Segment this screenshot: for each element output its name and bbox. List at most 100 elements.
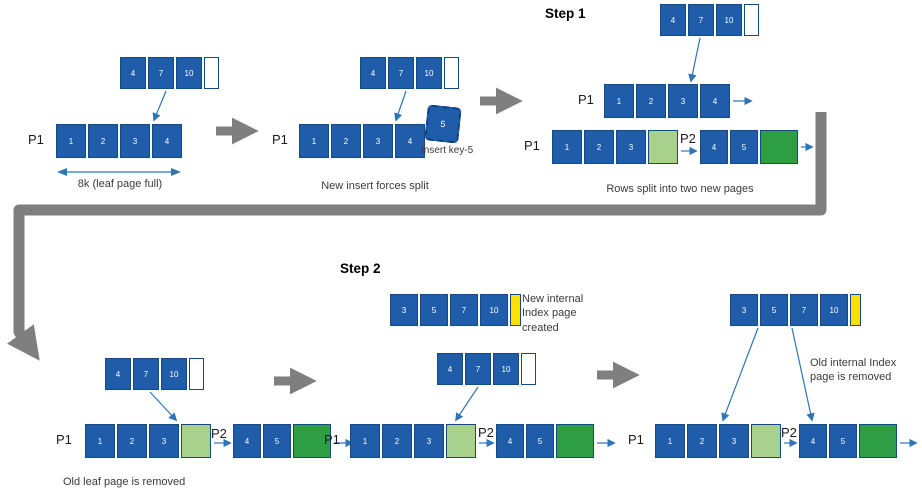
- key-cell: 3: [616, 130, 646, 164]
- key-cell: 7: [148, 57, 174, 89]
- key-cell: 5: [420, 294, 448, 326]
- page-label-p1: P1: [324, 432, 340, 447]
- split-page-p1: 1 2 3: [552, 130, 678, 164]
- caption-leaf-full: 8k (leaf page full): [77, 178, 163, 190]
- key-cell: 2: [636, 84, 666, 118]
- index-page: 4 7 10: [360, 57, 459, 89]
- split-page-p2: 4 5: [799, 424, 897, 458]
- page-label-p2: P2: [211, 426, 227, 441]
- measure-arrowhead-left: [57, 168, 67, 176]
- free-space-cell: [744, 4, 759, 36]
- key-cell: 7: [688, 4, 714, 36]
- key-cell: 4: [700, 84, 730, 118]
- key-cell: 5: [829, 424, 857, 458]
- caption-insert-forces-split: New insert forces split: [321, 180, 429, 192]
- free-space-cell: [189, 358, 204, 390]
- key-cell: 4: [496, 424, 524, 458]
- measure-arrowhead-right: [171, 168, 181, 176]
- free-space-cell: [204, 57, 219, 89]
- key-cell: 7: [388, 57, 414, 89]
- split-page-p1: 1 2 3: [350, 424, 476, 458]
- split-page-p1: 1 2 3: [655, 424, 781, 458]
- key-cell: 4: [700, 130, 728, 164]
- index-page: 4 7 10: [105, 358, 204, 390]
- key-cell: 3: [120, 124, 150, 158]
- key-cell: 3: [149, 424, 179, 458]
- internal-index-page: 3 5 7 10: [730, 294, 861, 326]
- key-cell: 10: [416, 57, 442, 89]
- page-label-p2: P2: [680, 131, 696, 146]
- page-label-p1: P1: [524, 138, 540, 153]
- key-cell: 3: [390, 294, 418, 326]
- key-cell: 4: [799, 424, 827, 458]
- index-to-leaf-arrow: [455, 386, 479, 422]
- index-to-leaf-arrow: [152, 90, 167, 122]
- key-cell: 5: [526, 424, 554, 458]
- key-cell: 10: [716, 4, 742, 36]
- page-label-p1: P1: [56, 432, 72, 447]
- free-space-cell-dark-green: [760, 130, 798, 164]
- index-to-p1-arrow: [721, 327, 759, 422]
- key-cell: 2: [584, 130, 614, 164]
- free-space-cell-green: [751, 424, 781, 458]
- note-old-internal-removed: Old internal Index page is removed: [810, 357, 897, 384]
- key-cell: 7: [790, 294, 818, 326]
- index-to-p2-arrow: [791, 327, 815, 422]
- step1-title: Step 1: [545, 6, 586, 21]
- free-space-cell-green: [648, 130, 678, 164]
- page-label-p2: P2: [478, 425, 494, 440]
- key-cell: 4: [233, 424, 261, 458]
- key-cell: 4: [105, 358, 131, 390]
- index-to-leaf-arrow: [688, 37, 701, 83]
- key-cell: 3: [730, 294, 758, 326]
- split-page-p2: 4 5: [700, 130, 798, 164]
- key-cell: 2: [382, 424, 412, 458]
- key-cell: 3: [719, 424, 749, 458]
- page-label-p1: P1: [272, 132, 288, 147]
- key-cell: 2: [88, 124, 118, 158]
- note-new-internal-created: New internal Index page created: [522, 293, 584, 334]
- new-internal-index-page: 3 5 7 10: [390, 294, 521, 326]
- leaf-page-p1: 1 2 3 4: [604, 84, 730, 118]
- key-cell: 1: [350, 424, 380, 458]
- key-cell: 1: [655, 424, 685, 458]
- page-label-p1: P1: [578, 92, 594, 107]
- free-space-cell: [444, 57, 459, 89]
- key-cell: 5: [760, 294, 788, 326]
- key-cell: 1: [552, 130, 582, 164]
- key-cell: 3: [363, 124, 393, 158]
- key-cell: 10: [480, 294, 508, 326]
- key-cell: 2: [117, 424, 147, 458]
- index-page: 4 7 10: [660, 4, 759, 36]
- free-space-cell-green: [446, 424, 476, 458]
- insert-key-blob: 5: [424, 104, 462, 144]
- index-page: 4 7 10: [120, 57, 219, 89]
- key-cell: 10: [176, 57, 202, 89]
- split-page-p2: 4 5: [233, 424, 331, 458]
- free-space-cell-dark-green: [859, 424, 897, 458]
- step2-title: Step 2: [340, 261, 381, 276]
- page-label-p2: P2: [781, 425, 797, 440]
- split-page-p1: 1 2 3: [85, 424, 211, 458]
- key-cell: 2: [687, 424, 717, 458]
- index-to-leaf-arrow: [394, 90, 407, 122]
- key-cell: 4: [120, 57, 146, 89]
- caption-old-leaf-removed: Old leaf page is removed: [63, 476, 186, 488]
- key-cell: 4: [360, 57, 386, 89]
- free-space-cell-yellow: [850, 294, 861, 326]
- key-cell: 7: [450, 294, 478, 326]
- key-cell: 10: [493, 353, 519, 385]
- free-space-cell-green: [181, 424, 211, 458]
- key-cell: 3: [414, 424, 444, 458]
- free-space-cell-dark-green: [556, 424, 594, 458]
- blob-key-value: 5: [439, 118, 447, 130]
- key-cell: 4: [437, 353, 463, 385]
- index-to-leaf-arrow: [149, 391, 178, 422]
- free-space-cell-dark-green: [293, 424, 331, 458]
- key-cell: 7: [133, 358, 159, 390]
- key-cell: 5: [730, 130, 758, 164]
- index-page: 4 7 10: [437, 353, 536, 385]
- key-cell: 1: [56, 124, 86, 158]
- page-label-p1: P1: [28, 132, 44, 147]
